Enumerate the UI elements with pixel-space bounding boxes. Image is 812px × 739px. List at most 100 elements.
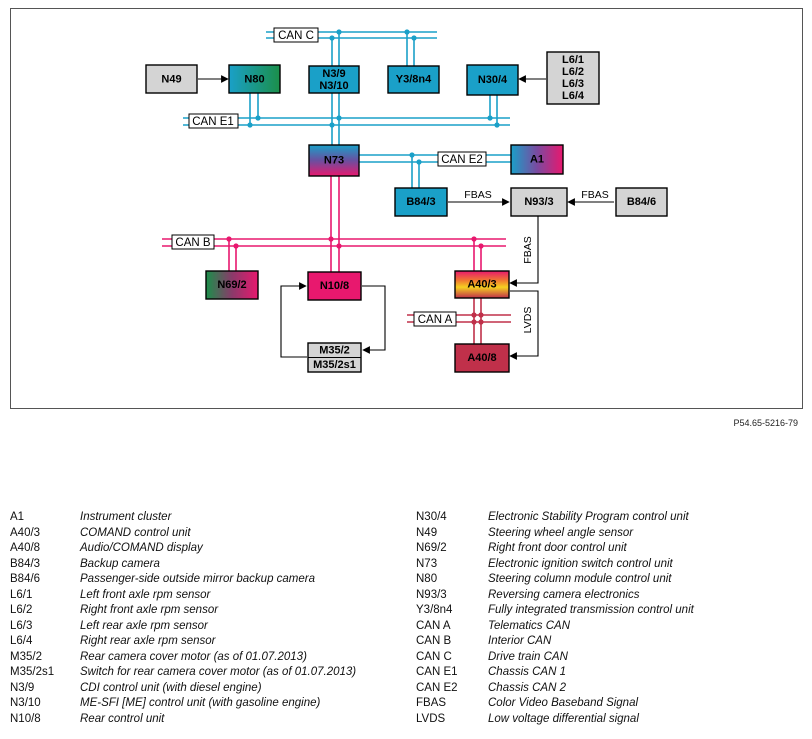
can-e2-label: CAN E2	[437, 151, 487, 167]
legend-description: Chassis CAN 2	[488, 681, 566, 694]
legend-description: Right rear axle rpm sensor	[80, 635, 216, 647]
svg-text:M35/2: M35/2	[319, 344, 350, 356]
node-m35-2: M35/2 M35/2s1	[307, 342, 362, 373]
legend-code: FBAS	[416, 697, 447, 709]
legend-code: CAN E2	[416, 681, 458, 694]
node-a1: A1	[510, 144, 564, 175]
svg-text:B84/6: B84/6	[627, 196, 656, 208]
node-b84-3: B84/3	[394, 187, 448, 217]
legend-row: M35/2s1 Switch for rear camera cover moto…	[10, 665, 356, 681]
legend-description: Rear camera cover motor (as of 01.07.201…	[80, 650, 307, 663]
legend-row: Y3/8n4 Fully integrated transmission cont…	[416, 603, 694, 619]
legend-description: Electronic ignition switch control unit	[488, 557, 673, 570]
node-n30-4: N30/4	[466, 64, 519, 96]
svg-text:L6/1: L6/1	[562, 54, 584, 66]
legend-description: COMAND control unit	[80, 526, 191, 539]
node-n3-9-n3-10: N3/9 N3/10	[308, 65, 360, 94]
legend-row: N10/8 Rear control unit	[10, 712, 356, 728]
legend-row: A40/8 Audio/COMAND display	[10, 541, 356, 557]
legend-row: CAN B Interior CAN	[416, 634, 694, 650]
can-b-label-text: CAN B	[175, 237, 210, 249]
svg-text:A40/3: A40/3	[467, 278, 496, 290]
legend-row: FBAS Color Video Baseband Signal	[416, 696, 694, 712]
legend-code: Y3/8n4	[416, 604, 453, 616]
svg-text:Y3/8n4: Y3/8n4	[396, 73, 432, 85]
svg-text:N93/3: N93/3	[524, 196, 553, 208]
svg-text:A40/8: A40/8	[467, 352, 496, 364]
node-a40-8: A40/8	[454, 343, 510, 373]
can-e2-bus	[359, 152, 511, 188]
legend-description: Low voltage differential signal	[488, 712, 639, 725]
fbas-label-3: FBAS	[522, 236, 534, 263]
can-a-label: CAN A	[413, 311, 457, 327]
svg-text:N30/4: N30/4	[478, 74, 508, 86]
svg-text:N10/8: N10/8	[320, 280, 349, 292]
legend-code: L6/1	[10, 588, 33, 601]
can-c-label-text: CAN C	[278, 30, 314, 42]
svg-text:N73: N73	[324, 154, 344, 166]
legend-description: Interior CAN	[488, 635, 552, 647]
legend-row: M35/2 Rear camera cover motor (as of 01.0…	[10, 650, 356, 666]
legend-code: N80	[416, 573, 438, 585]
legend-code: A40/3	[10, 526, 41, 539]
node-a40-3: A40/3	[454, 270, 510, 299]
legend-description: Audio/COMAND display	[80, 542, 203, 554]
legend-code: N10/8	[10, 712, 41, 725]
legend-row: L6/4 Right rear axle rpm sensor	[10, 634, 356, 650]
legend-code: N93/3	[416, 588, 447, 601]
legend-code: N49	[416, 526, 438, 539]
legend-description: Switch for rear camera cover motor (as o…	[80, 666, 357, 678]
legend-code: M35/2s1	[10, 666, 55, 678]
legend-description: Electronic Stability Program control uni…	[488, 511, 689, 523]
legend-code: N30/4	[416, 511, 447, 523]
can-a-label-text: CAN A	[418, 314, 453, 326]
legend-row: CAN E2 Chassis CAN 2	[416, 681, 694, 697]
legend-description: Color Video Baseband Signal	[488, 697, 639, 709]
legend-code: L6/2	[10, 604, 33, 616]
fbas-label-1: FBAS	[464, 189, 491, 201]
node-y3-8n4: Y3/8n4	[387, 65, 440, 94]
legend-description: Telematics CAN	[488, 619, 571, 632]
node-n49: N49	[145, 64, 198, 94]
legend-description: Drive train CAN	[488, 650, 568, 663]
legend-row: CAN A Telematics CAN	[416, 619, 694, 635]
svg-text:N3/9: N3/9	[322, 68, 345, 80]
svg-text:L6/4: L6/4	[562, 90, 585, 102]
node-n10-8: N10/8	[307, 271, 362, 301]
legend-description: CDI control unit (with diesel engine)	[80, 681, 262, 694]
legend-description: Fully integrated transmission control un…	[488, 604, 694, 616]
legend-description: Chassis CAN 1	[488, 666, 566, 678]
can-c-label: CAN C	[273, 27, 319, 43]
legend-code: M35/2	[10, 650, 42, 663]
legend-code: L6/4	[10, 635, 33, 647]
legend-code: CAN A	[416, 619, 451, 632]
legend-code: A40/8	[10, 542, 41, 554]
legend-description: Instrument cluster	[80, 511, 172, 523]
node-n69-2: N69/2	[205, 270, 259, 300]
diagram-frame	[10, 8, 803, 409]
can-b-bus	[162, 176, 506, 272]
svg-text:N49: N49	[161, 73, 181, 85]
legend-right-column: N30/4 Electronic Stability Program contro…	[416, 510, 694, 727]
node-l6-sensors: L6/1 L6/2 L6/3 L6/4	[546, 51, 600, 105]
legend-code: N73	[416, 557, 438, 570]
legend-row: N73 Electronic ignition switch control un…	[416, 557, 694, 573]
legend-code: CAN B	[416, 635, 452, 647]
node-n80: N80	[228, 64, 281, 94]
legend-description: Rear control unit	[80, 712, 165, 725]
svg-text:N3/10: N3/10	[319, 80, 348, 92]
legend-code: CAN C	[416, 650, 452, 663]
legend-description: Reversing camera electronics	[488, 588, 640, 601]
svg-text:N69/2: N69/2	[217, 279, 246, 291]
network-topology-diagram: CAN C CAN E1 CAN E2	[10, 8, 803, 409]
